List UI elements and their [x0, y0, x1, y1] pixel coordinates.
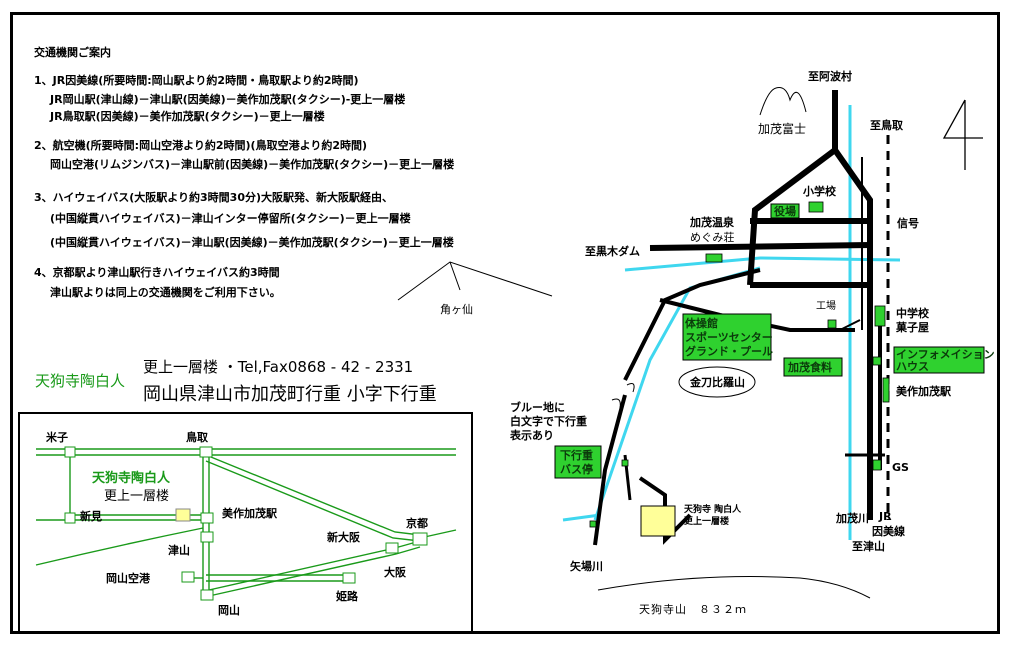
label-info-2: ハウス	[896, 360, 929, 373]
river-east-west	[624, 256, 901, 272]
megumiso-marker	[705, 253, 723, 263]
kamo-goods-box	[783, 357, 843, 377]
label-to-tottori: 至鳥取	[870, 118, 903, 132]
label-note-2: 白文字で下行重	[510, 414, 587, 428]
label-kamo-onsen: 加茂温泉	[689, 215, 735, 229]
regional-sign-name: 天狗寺陶白人	[92, 470, 171, 486]
route3-line2: (中国縦貫ハイウェイバス)－津山駅(因美線)－美作加茂駅(タクシー)－更上一層楼	[50, 236, 454, 249]
label-note-1: ブルー地に	[510, 400, 565, 414]
label-factory: 工場	[816, 299, 836, 312]
map-frame	[10, 12, 1000, 634]
gym-box	[682, 313, 772, 361]
station-marker	[882, 377, 890, 403]
label-bus-2: バス停	[560, 462, 593, 476]
sign-name: 天狗寺陶白人	[35, 372, 126, 390]
info-house-box	[893, 346, 985, 374]
label-tsunogasen: 角ヶ仙	[440, 303, 473, 316]
label-station: 美作加茂駅	[896, 384, 951, 398]
junior-high-marker	[874, 305, 886, 327]
regional-map-border	[18, 412, 473, 634]
label-kamo-fuji: 加茂富士	[758, 121, 806, 136]
site-building	[640, 505, 676, 537]
label-gym-2: スポーツセンター	[685, 330, 773, 344]
niimi-node	[64, 512, 76, 524]
route3-line1: (中国縦貫ハイウェイバス)－津山インター停留所(タクシー)－更上一層楼	[50, 212, 411, 225]
label-kamo-river: 加茂川	[835, 511, 869, 525]
tsuyama-node	[200, 531, 214, 543]
route4-heading: 4、京都駅より津山駅行きハイウェイバス約3時間	[34, 266, 280, 279]
label-gym-3: グランド・プール	[685, 344, 773, 358]
green-markers	[589, 201, 890, 528]
school-marker	[808, 201, 824, 213]
label-info-1: インフォメイション	[896, 348, 995, 361]
town-office-box	[770, 203, 800, 219]
label-kintobira: 金刀比羅山	[689, 375, 745, 389]
route1-heading: 1、JR因美線(所要時間:岡山駅より約2時間・鳥取駅より約2時間)	[34, 74, 359, 87]
label-town-office: 役場	[773, 204, 796, 218]
shin-osaka-node	[385, 542, 399, 554]
label-gs: GS	[892, 461, 909, 474]
kyoto-node	[412, 532, 428, 546]
info-marker	[872, 356, 882, 366]
factory-marker	[827, 319, 837, 329]
label-junior-high: 中学校	[896, 306, 930, 320]
label-niimi: 新見	[80, 509, 102, 523]
site-marker	[175, 508, 191, 522]
tengu-mountain-ridge	[597, 576, 871, 599]
label-kyoto: 京都	[406, 516, 428, 530]
label-yaba-river: 矢場川	[570, 559, 603, 573]
route2-heading: 2、航空機(所要時間:岡山空港より約2時間)(鳥取空港より約2時間)	[34, 139, 368, 152]
label-megumiso: めぐみ荘	[690, 231, 734, 244]
local-map: 役場 体操館 スポーツセンター グランド・プール 加茂食料 インフォメイション …	[509, 69, 995, 599]
kamo-fuji-outline	[759, 87, 807, 116]
gs-marker	[872, 459, 882, 471]
contact-address: 岡山県津山市加茂町行重 小字下行重	[143, 384, 437, 405]
label-gym-1: 体操館	[685, 316, 718, 330]
label-site-2: 更上一層楼	[684, 515, 729, 527]
label-tsuyama: 津山	[168, 543, 190, 557]
okayama-node	[200, 589, 214, 601]
north-arrow-icon	[942, 99, 983, 170]
label-sweets-shop: 菓子屋	[895, 320, 929, 334]
directions-title: 交通機関ご案内	[34, 46, 111, 59]
mimasaka-kamo-node	[200, 512, 214, 524]
label-to-tsuyama: 至津山	[852, 539, 885, 553]
regional-map: 米子 鳥取 新見 天狗寺陶白人 更上一層楼 美作加茂駅 津山 岡山空港 岡山 新…	[18, 412, 473, 634]
route1-line1: JR岡山駅(津山線)－津山駅(因美線)－美作加茂駅(タクシー)-更上一層楼	[50, 93, 406, 106]
bus-stop-box	[554, 445, 602, 479]
label-tottori: 鳥取	[186, 430, 208, 444]
label-to-aba: 至阿波村	[808, 69, 852, 83]
label-shin-osaka: 新大阪	[327, 530, 361, 544]
route2-line1: 岡山空港(リムジンバス)－津山駅前(因美線)－美作加茂駅(タクシー)－更上一層楼	[50, 158, 455, 171]
label-site-1: 天狗寺 陶白人	[684, 503, 742, 515]
kintobira-mark	[678, 366, 756, 398]
route4-line1: 津山駅よりは同上の交通機関をご利用下さい。	[50, 286, 281, 299]
label-inbi-line: 因美線	[872, 524, 905, 538]
label-signal: 信号	[897, 216, 919, 230]
contact-phone: 更上一層楼 ・Tel,Fax0868 - 42 - 2331	[143, 358, 414, 376]
label-kamo-goods: 加茂食料	[787, 360, 832, 374]
label-okayama-airport: 岡山空港	[106, 571, 151, 585]
regional-sign-place: 更上一層楼	[104, 489, 169, 504]
route1-line2: JR鳥取駅(因美線)－美作加茂駅(タクシー)－更上一層楼	[50, 110, 325, 123]
route3-heading: 3、ハイウェイバス(大阪駅より約3時間30分)大阪駅発、新大阪駅経由、	[34, 191, 394, 204]
label-okayama: 岡山	[218, 603, 240, 617]
roads	[593, 90, 885, 546]
label-himeji: 姫路	[336, 589, 359, 603]
label-yonago: 米子	[45, 430, 68, 444]
label-to-kuroki-dam: 至黒木ダム	[585, 244, 640, 258]
himeji-node	[342, 572, 356, 584]
tottori-node	[199, 446, 213, 458]
tsunogasen-outline	[397, 261, 553, 301]
label-jr: JR	[878, 510, 892, 523]
yonago-node	[64, 446, 76, 458]
label-elementary-school: 小学校	[802, 184, 837, 198]
label-bus-1: 下行重	[560, 448, 593, 462]
okayama-airport-node	[181, 571, 195, 583]
label-osaka: 大阪	[384, 565, 407, 579]
label-note-3: 表示あり	[509, 428, 554, 442]
label-mimasaka-kamo: 美作加茂駅	[222, 506, 277, 520]
mountain-note: 天狗寺山 ８３２ｍ	[639, 603, 747, 616]
